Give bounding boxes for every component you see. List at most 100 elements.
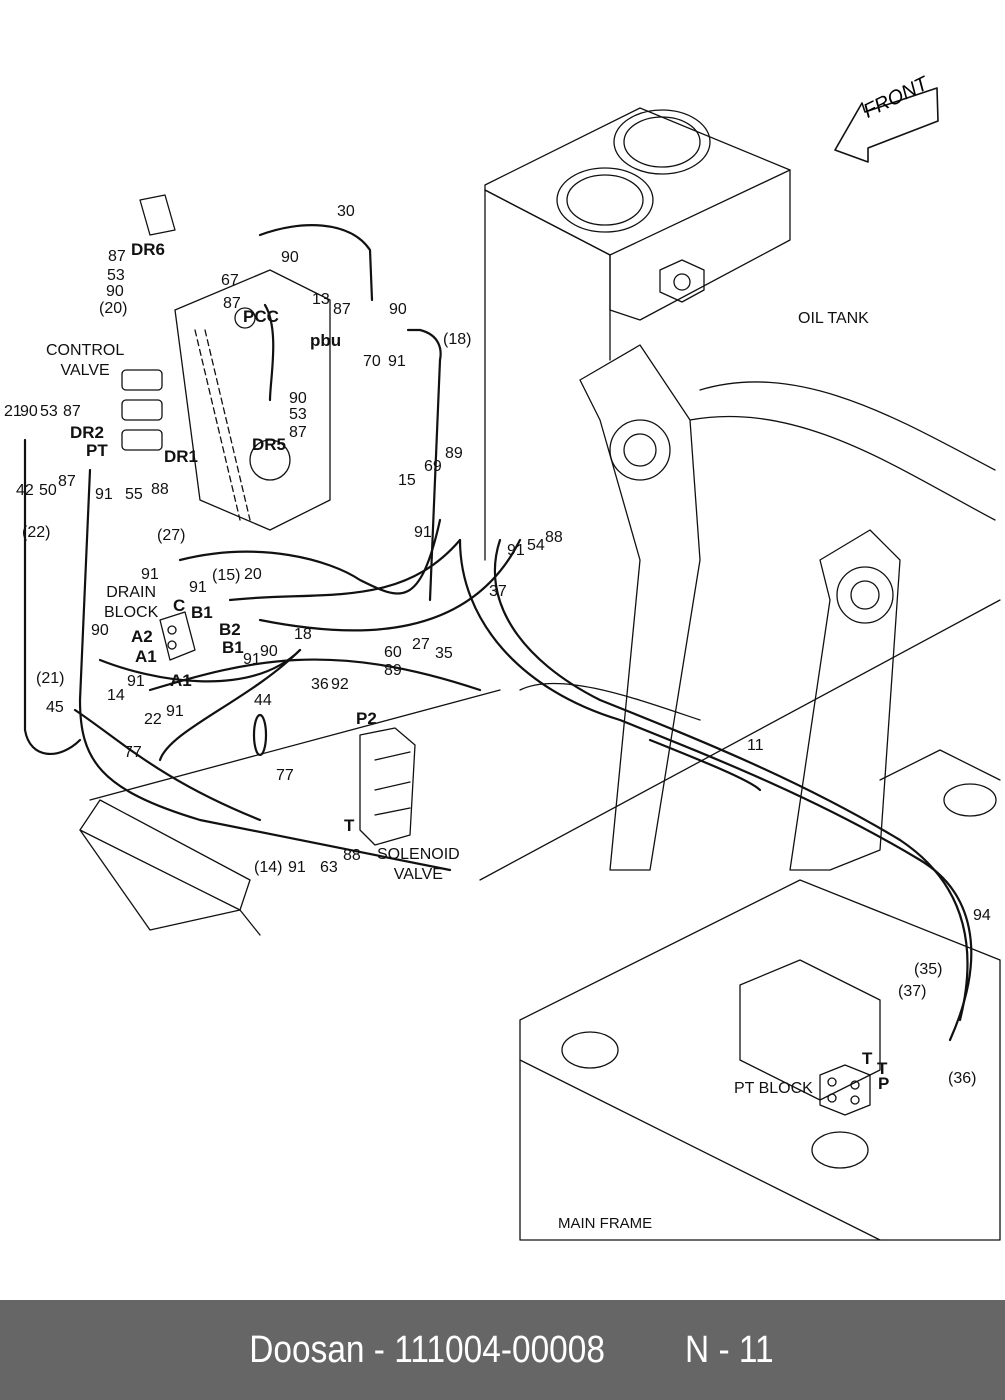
callout: 42	[16, 482, 34, 499]
drain-block-label-line1: DRAIN	[106, 584, 157, 601]
callout: 94	[973, 907, 991, 924]
port-dr6: DR6	[131, 240, 166, 259]
pt-block-label: PT BLOCK	[734, 1080, 813, 1097]
footer-bar: Doosan - 111004-00008 N - 11	[0, 1300, 1005, 1400]
callout: 91	[95, 486, 113, 503]
callout: 91	[414, 524, 432, 541]
callout: 18	[294, 626, 312, 643]
oil-tank-label: OIL TANK	[798, 310, 869, 327]
port-pcc: PCC	[243, 307, 279, 326]
callout: 91	[189, 579, 207, 596]
footer-page-number: N - 11	[685, 1328, 774, 1371]
callout: 90	[289, 390, 307, 407]
hoses-drawing	[23, 224, 973, 1042]
callout: 91	[288, 859, 306, 876]
line-art	[23, 87, 1001, 1241]
callout: 91	[243, 651, 261, 668]
control-valve-label-line2: VALVE	[60, 362, 110, 379]
control-valve-drawing	[121, 194, 331, 531]
callout: 55	[125, 486, 143, 503]
callout: 90	[389, 301, 407, 318]
drain-block-drawing	[159, 611, 196, 661]
port-p-pt: P	[878, 1074, 890, 1093]
port-p2: P2	[356, 709, 377, 728]
callout: 89	[445, 445, 463, 462]
callout: (35)	[914, 961, 943, 978]
boom-bracket-drawing	[519, 344, 996, 871]
callout: 30	[337, 203, 355, 220]
callout: 91	[507, 542, 525, 559]
callout: 87	[289, 424, 307, 441]
callout: 35	[435, 645, 453, 662]
callout: 88	[343, 847, 361, 864]
callout: 90	[91, 622, 109, 639]
callout: (27)	[157, 527, 186, 544]
pt-block-drawing	[819, 1064, 871, 1116]
callout: (22)	[22, 524, 51, 541]
callout: 11	[747, 737, 764, 754]
callout: (18)	[443, 331, 472, 348]
callout: (37)	[898, 983, 927, 1000]
callout: 87	[58, 473, 76, 490]
callout: (21)	[36, 670, 65, 687]
callout: 22	[144, 711, 162, 728]
callout: 88	[151, 481, 169, 498]
callout: 21	[4, 403, 22, 420]
callout: 13	[312, 291, 330, 308]
callout: (20)	[99, 300, 128, 317]
front-arrow-icon	[834, 87, 939, 163]
callout: 53	[40, 403, 58, 420]
control-valve-label-line1: CONTROL	[46, 342, 125, 359]
callout: 70	[363, 353, 381, 370]
callout: 90	[20, 403, 38, 420]
callout: 89	[384, 662, 402, 679]
port-pbu: pbu	[310, 331, 342, 350]
callout: 20	[244, 566, 262, 583]
callout: 87	[108, 248, 126, 265]
port-t-pt-2: T	[877, 1059, 888, 1078]
oil-tank-drawing	[484, 107, 791, 561]
callout: (36)	[948, 1070, 977, 1087]
callout: 87	[63, 403, 81, 420]
callout: 88	[545, 529, 563, 546]
callout: 15	[398, 472, 416, 489]
port-b1-bottom: B1	[222, 638, 244, 657]
callout: 91	[166, 703, 184, 720]
port-dr1: DR1	[164, 447, 199, 466]
callout: 53	[107, 267, 125, 284]
drain-block-label-line2: BLOCK	[104, 604, 159, 621]
port-pt: PT	[86, 441, 108, 460]
solenoid-valve-label-line1: SOLENOID	[377, 846, 460, 863]
control-valve-label: CONTROL VALVE	[46, 343, 124, 379]
callout: 44	[254, 692, 272, 709]
port-a1-block: A1	[135, 647, 157, 666]
callout: 69	[424, 458, 442, 475]
callout: (15)	[212, 567, 241, 584]
callout: 36	[311, 676, 329, 693]
callout: 27	[412, 636, 430, 653]
callout: 91	[388, 353, 406, 370]
main-frame-label: MAIN FRAME	[558, 1215, 653, 1232]
solenoid-valve-label: SOLENOID VALVE	[377, 847, 460, 883]
port-b1-top: B1	[191, 603, 213, 622]
port-t-pt-1: T	[862, 1049, 873, 1068]
callout: 90	[106, 283, 124, 300]
main-frame-drawing	[89, 599, 1001, 1241]
callout: 91	[141, 566, 159, 583]
port-a2: A2	[131, 627, 153, 646]
callout: 50	[39, 482, 57, 499]
step-drawing	[79, 799, 261, 936]
callout: 54	[527, 537, 545, 554]
callout: 87	[333, 301, 351, 318]
port-dr2: DR2	[70, 423, 105, 442]
port-t-solenoid: T	[344, 816, 355, 835]
solenoid-valve-label-line2: VALVE	[393, 866, 443, 883]
callout: 67	[221, 272, 239, 289]
port-c: C	[173, 596, 186, 615]
port-a1-hose: A1	[170, 671, 192, 690]
callout: 37	[489, 583, 507, 600]
callout: 91	[127, 673, 145, 690]
callout: 45	[46, 699, 64, 716]
callout: 77	[124, 744, 142, 761]
callout: 87	[223, 295, 241, 312]
